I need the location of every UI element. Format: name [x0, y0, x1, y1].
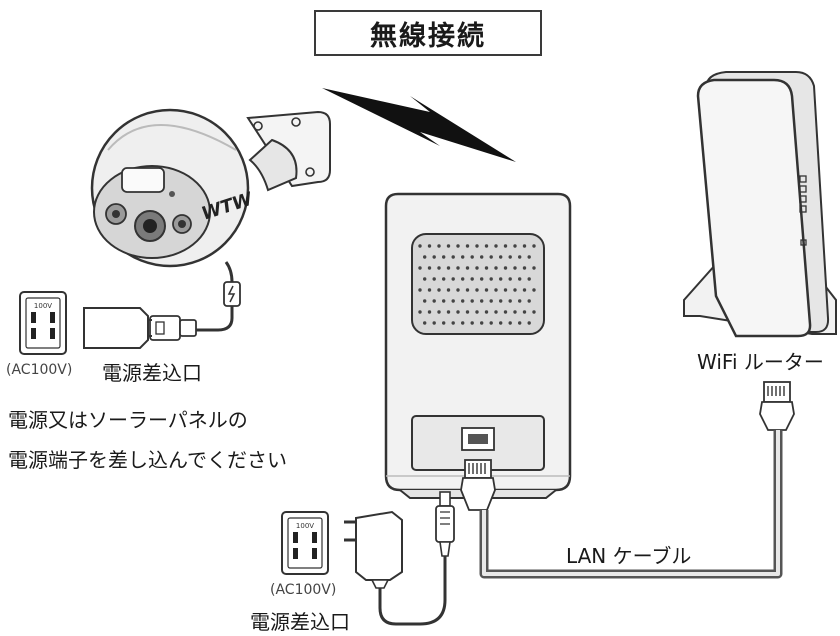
diagram-title: 無線接続	[314, 10, 542, 56]
indoor-camera	[384, 192, 572, 499]
router-label: WiFi ルーター	[697, 350, 824, 374]
usb-charger-icon	[83, 307, 197, 349]
lan-cable-label: LAN ケーブル	[566, 544, 692, 568]
instruction-line-2: 電源端子を差し込んでください	[8, 448, 287, 472]
usb-type-c-icon	[223, 281, 241, 307]
camera-power-cable	[196, 306, 234, 332]
instruction-line-1: 電源又はソーラーパネルの	[8, 408, 248, 432]
bottom-outlet-label: 電源差込口	[250, 610, 350, 634]
lightning-bolt-icon	[322, 88, 516, 162]
ac-adapter-icon	[344, 510, 403, 589]
outdoor-camera	[90, 108, 331, 283]
bottom-outlet-marking: 100V	[296, 522, 314, 530]
wifi-router	[683, 71, 837, 338]
left-outlet-label: 電源差込口	[102, 361, 202, 385]
left-outlet-voltage: (AC100V)	[6, 362, 73, 378]
camera-ethernet-plug	[460, 459, 496, 511]
left-outlet-marking: 100V	[34, 302, 52, 310]
speaker-dots	[418, 244, 536, 325]
ethernet-plug-icon	[759, 381, 795, 431]
bottom-outlet-voltage: (AC100V)	[270, 582, 337, 598]
speaker-grille	[411, 233, 545, 335]
adapter-cable	[378, 556, 447, 626]
wall-outlet-icon	[19, 291, 67, 355]
dc-barrel-plug	[435, 491, 455, 557]
bottom-wall-outlet-icon	[281, 511, 329, 575]
